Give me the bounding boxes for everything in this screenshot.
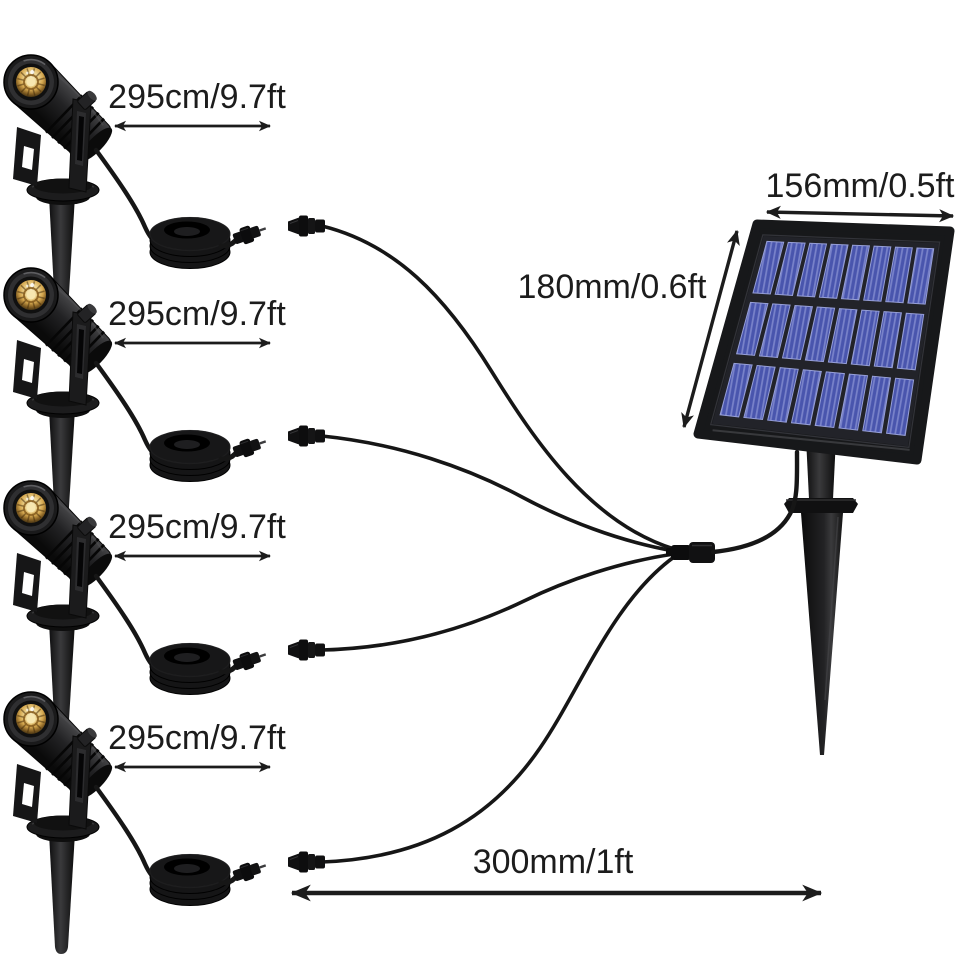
splitter-cables	[320, 224, 676, 864]
solar-cell	[873, 311, 902, 369]
splitter-cable-3	[320, 552, 676, 652]
cable-length-annotation-2: 295cm/9.7ft	[108, 295, 286, 349]
solar-panel	[693, 219, 955, 465]
solar-cell	[896, 312, 925, 371]
solar-cell	[885, 246, 913, 304]
cable-connector-1	[287, 215, 326, 237]
solar-cell	[850, 309, 880, 367]
solar-cell	[863, 245, 892, 302]
solar-cell	[735, 301, 769, 356]
solar-cell	[752, 240, 785, 295]
solar-cell	[767, 367, 799, 423]
panel-height-arrow	[681, 229, 740, 429]
cable-length-label-3: 295cm/9.7ft	[108, 508, 286, 546]
splitter-junction	[666, 542, 715, 563]
cable-length-label-4: 295cm/9.7ft	[108, 719, 286, 757]
solar-cell	[862, 375, 892, 434]
cable-length-annotation-4: 295cm/9.7ft	[108, 719, 286, 773]
splitter-cable-1	[320, 224, 676, 551]
solar-cell	[814, 371, 845, 429]
cable-length-label-1: 295cm/9.7ft	[108, 78, 286, 116]
solar-cell	[774, 241, 806, 297]
splitter-length-annotation: 300mm/1ft	[290, 843, 823, 902]
panel-width-arrow	[765, 205, 955, 223]
solar-cell	[827, 308, 858, 365]
cable-connector-4	[287, 851, 326, 873]
cable-length-annotation-3: 295cm/9.7ft	[108, 508, 286, 562]
solar-cell	[804, 306, 836, 363]
cable-connector-3	[287, 639, 326, 661]
cable-length-label-2: 295cm/9.7ft	[108, 295, 286, 333]
splitter-length-label: 300mm/1ft	[473, 843, 634, 881]
splitter-cable-2	[320, 434, 676, 553]
panel-width-annotation: 156mm/0.5ft	[765, 167, 956, 223]
cable-connector-2	[287, 425, 326, 447]
cable-length-annotation-1: 295cm/9.7ft	[108, 78, 286, 132]
solar-cell	[796, 242, 828, 298]
panel-width-label: 156mm/0.5ft	[766, 167, 956, 205]
solar-cell	[818, 243, 849, 299]
solar-cell	[781, 304, 814, 361]
solar-cell	[840, 244, 871, 301]
solar-cell	[743, 364, 776, 421]
solar-cell	[758, 303, 791, 359]
panel-height-label: 180mm/0.6ft	[518, 268, 708, 306]
solar-cell	[907, 247, 935, 305]
panel-height-annotation: 180mm/0.6ft	[518, 229, 740, 429]
solar-panel-cells	[719, 240, 935, 436]
solar-cell	[886, 377, 915, 436]
solar-cell	[838, 373, 869, 431]
solar-cell	[790, 369, 822, 426]
splitter-cable-4	[320, 555, 676, 864]
panel-feed-cable	[710, 449, 800, 555]
